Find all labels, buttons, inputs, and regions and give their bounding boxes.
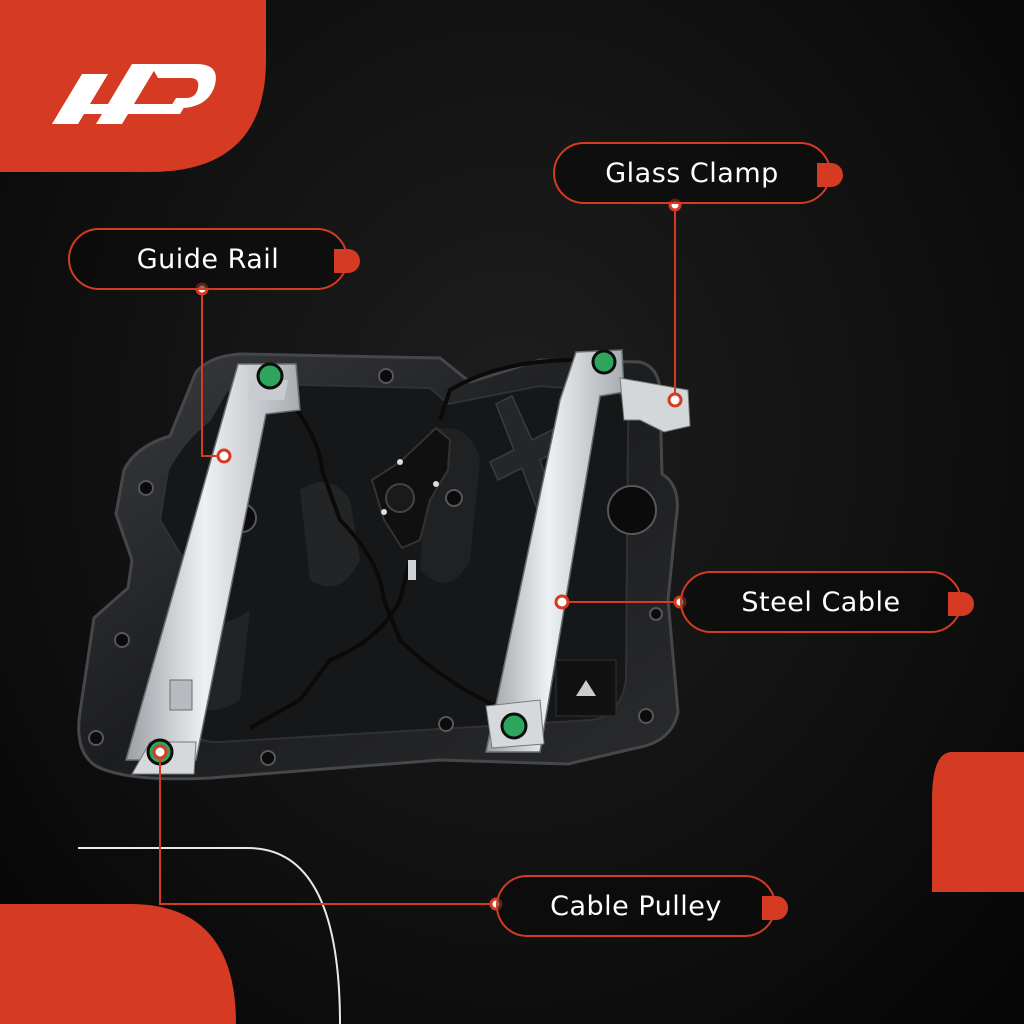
- guide-rail-label: Guide Rail: [136, 243, 280, 275]
- cable-pulley-label: Cable Pulley: [550, 890, 722, 922]
- callout-tab: [762, 896, 788, 920]
- glass-clamp-label: Glass Clamp: [605, 157, 779, 189]
- callout-tab: [334, 249, 360, 273]
- callout-guide-rail: Guide Rail: [68, 228, 360, 290]
- callout-steel-cable: Steel Cable: [680, 571, 974, 633]
- right-guide-rail: [485, 349, 691, 753]
- a-premium-logo-icon: [52, 64, 216, 124]
- callout-tab: [948, 592, 974, 616]
- callout-leader-lines: [159, 205, 680, 905]
- steel-cable-label: Steel Cable: [741, 586, 901, 618]
- callout-glass-clamp: Glass Clamp: [553, 142, 843, 204]
- callout-cable-pulley: Cable Pulley: [496, 875, 788, 937]
- steel-cable: [249, 358, 577, 730]
- window-regulator-with-door-panel-icon: [77, 349, 691, 781]
- callout-tab: [817, 163, 843, 187]
